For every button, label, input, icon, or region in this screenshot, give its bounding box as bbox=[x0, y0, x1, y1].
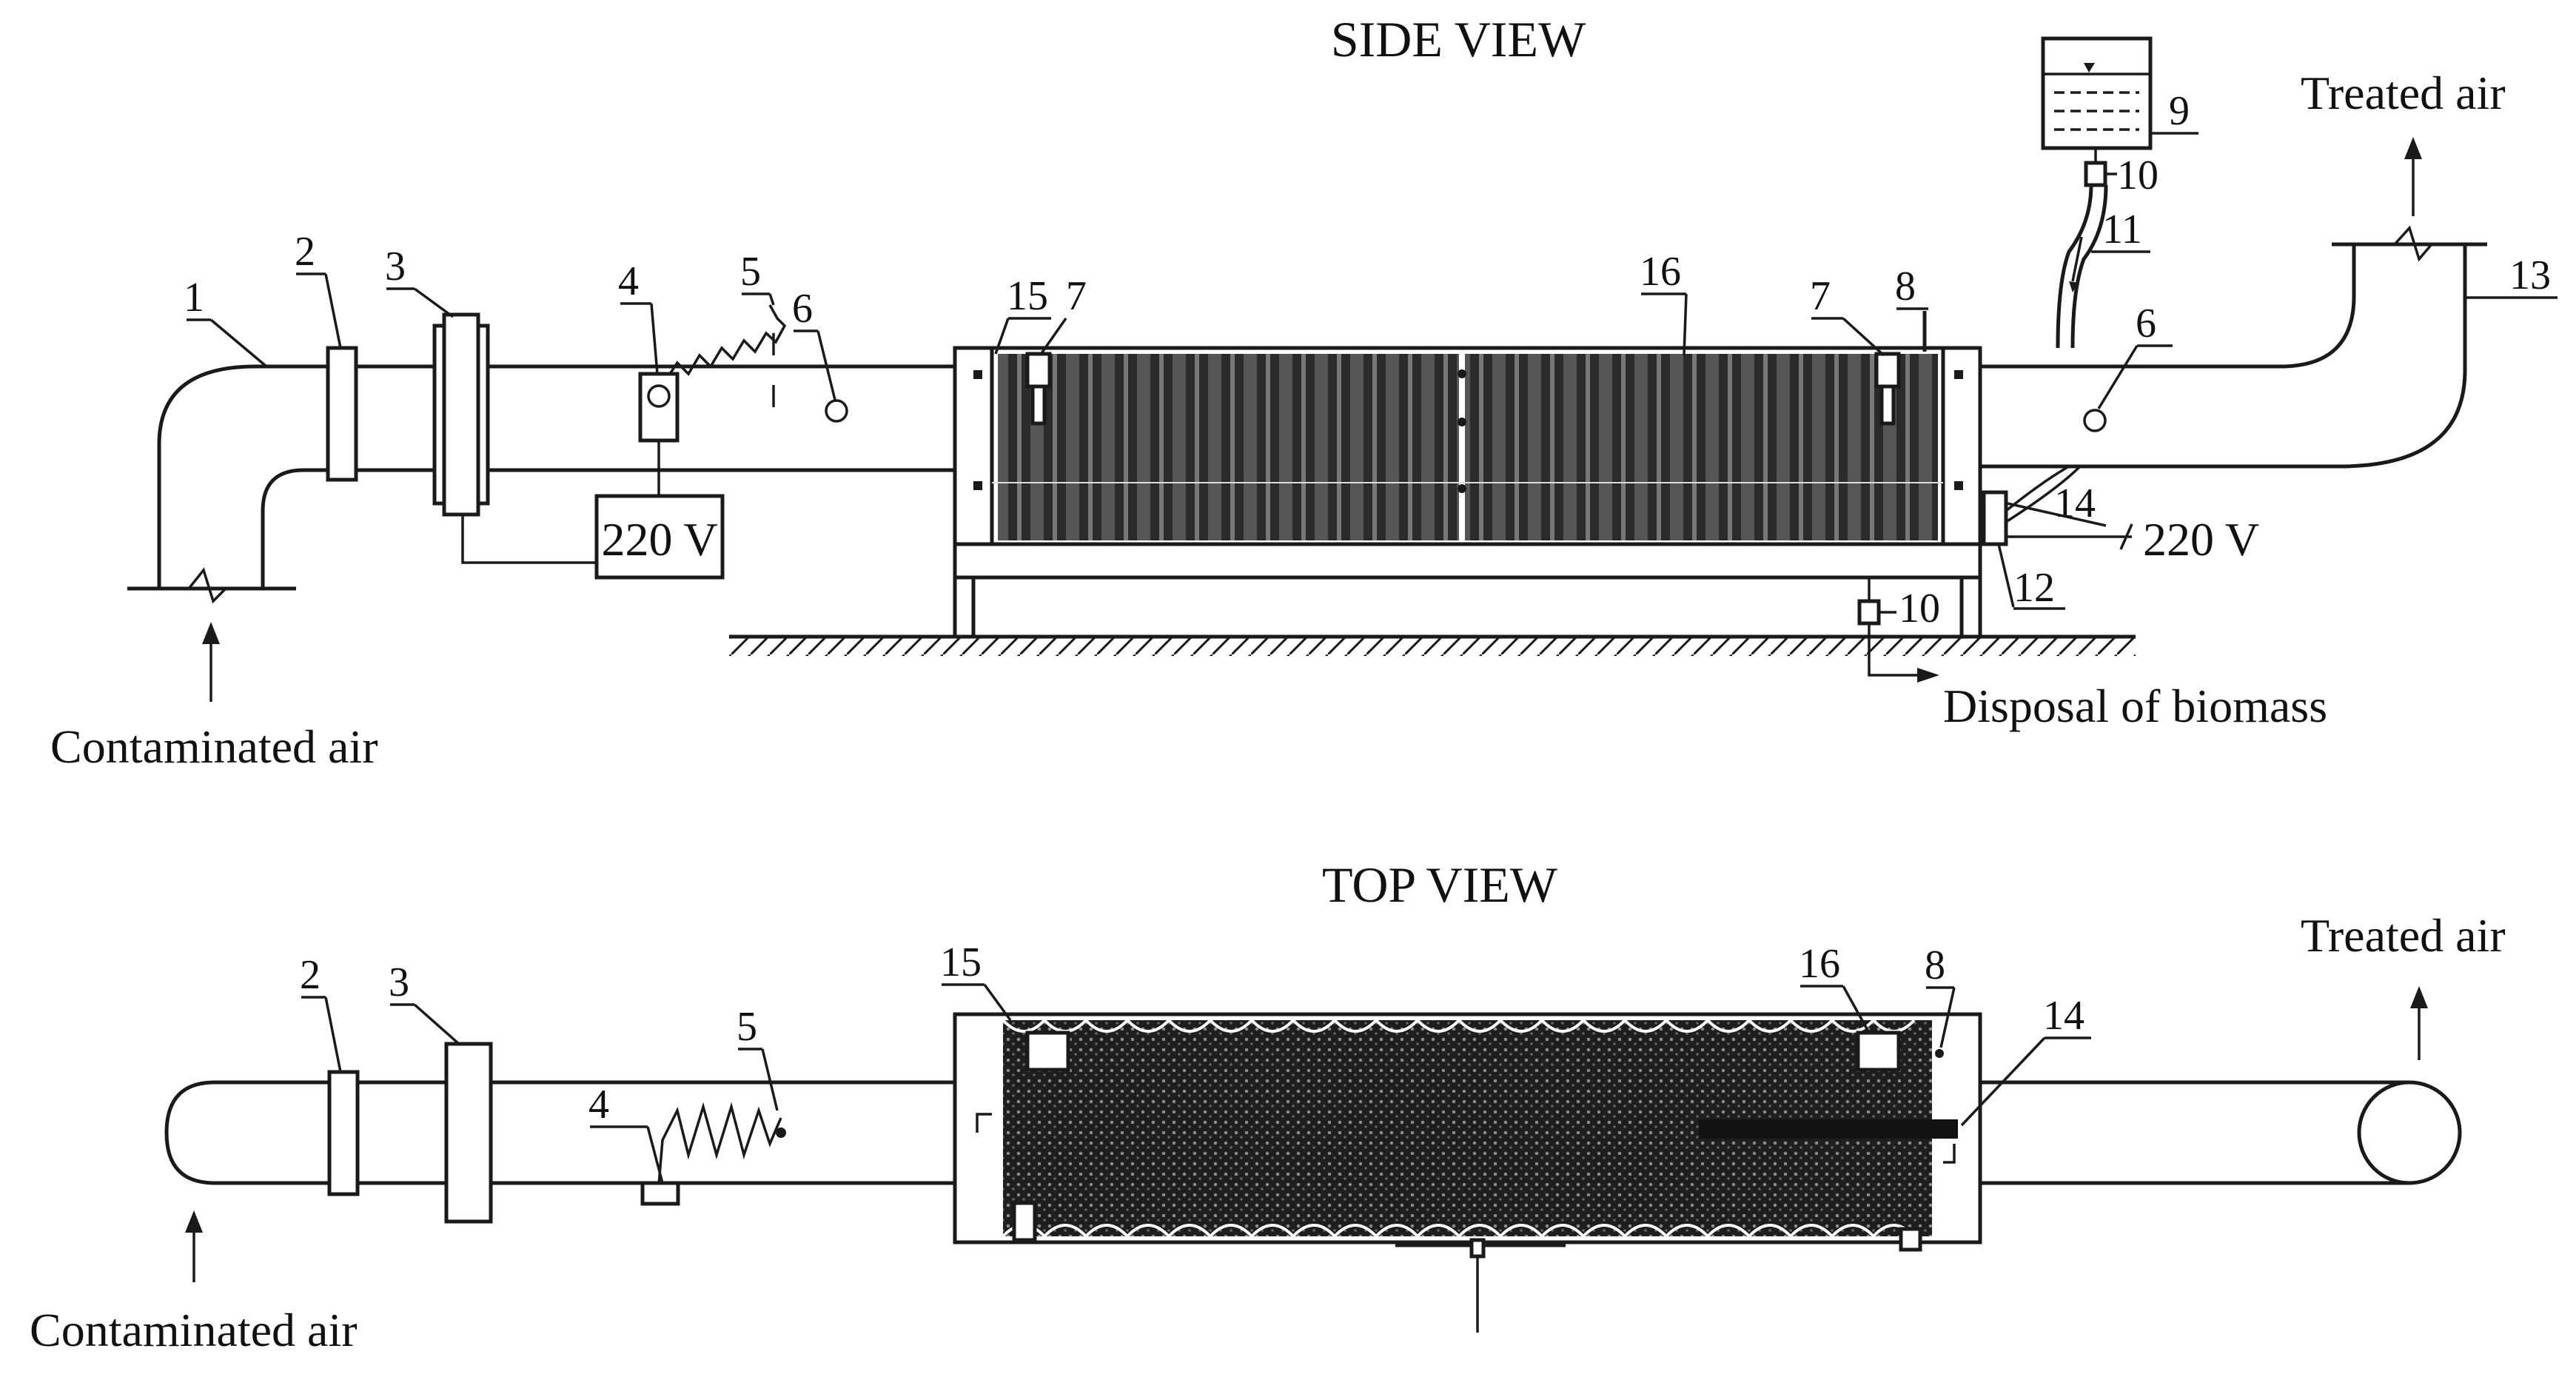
top-callout-14: 14 bbox=[2043, 993, 2084, 1039]
top-heating-coil bbox=[657, 1102, 782, 1185]
power-supply-pump-label: 220 V bbox=[2143, 513, 2259, 566]
packing-media bbox=[998, 354, 1938, 540]
callout-2: 2 bbox=[295, 229, 315, 275]
top-drain-valve bbox=[1469, 1238, 1486, 1259]
callout-12: 12 bbox=[2013, 565, 2055, 611]
callout-4: 4 bbox=[618, 258, 639, 304]
drain-valve bbox=[1857, 599, 1881, 626]
sampling-port-inlet bbox=[825, 399, 848, 423]
top-callout-8: 8 bbox=[1925, 942, 1945, 988]
top-callout-5: 5 bbox=[737, 1004, 757, 1050]
side-view-title: SIDE VIEW bbox=[1331, 11, 1586, 67]
top-fan bbox=[444, 1042, 493, 1224]
valve-top bbox=[2084, 161, 2107, 187]
spray-nozzle-right bbox=[1874, 352, 1901, 426]
top-view: TOP VIEW bbox=[30, 857, 2506, 1356]
callout-10-drain: 10 bbox=[1899, 586, 1940, 631]
callout-9: 9 bbox=[2169, 88, 2190, 134]
top-support-left bbox=[1012, 1201, 1037, 1242]
power-supply-main bbox=[594, 494, 725, 580]
top-inlet-caption: Contaminated air bbox=[30, 1304, 358, 1356]
flange bbox=[326, 346, 358, 482]
recirculation-pipe-2 bbox=[2005, 465, 2082, 523]
callout-13: 13 bbox=[2509, 252, 2551, 298]
callout-6-outlet: 6 bbox=[2136, 301, 2156, 346]
outlet-arrow bbox=[2404, 137, 2422, 159]
feed-pipe-wall bbox=[2070, 184, 2108, 349]
top-support-right bbox=[1899, 1227, 1922, 1252]
callout-7-right: 7 bbox=[1810, 273, 1831, 319]
top-view-callouts: 2 3 4 5 15 16 8 14 bbox=[300, 939, 2091, 1184]
top-coil-end bbox=[776, 1128, 786, 1138]
top-flange bbox=[327, 1070, 360, 1196]
drain-arrow bbox=[1917, 668, 1939, 683]
power-supply-main-label: 220 V bbox=[601, 513, 717, 566]
drain-caption: Disposal of biomass bbox=[1943, 680, 2327, 732]
top-callout-15: 15 bbox=[940, 939, 982, 985]
callout-16: 16 bbox=[1640, 249, 1681, 295]
outlet-duct bbox=[1980, 225, 2487, 469]
sampling-port-outlet bbox=[2083, 409, 2107, 432]
reactor-tank-side bbox=[953, 346, 1982, 637]
top-recirculation-line bbox=[1699, 1119, 1958, 1139]
inlet-elbow bbox=[127, 364, 341, 604]
top-outlet-baffle bbox=[1943, 1144, 1956, 1164]
feed-pipe bbox=[2056, 184, 2093, 349]
outlet-caption: Treated air bbox=[2301, 67, 2506, 119]
top-callout-3: 3 bbox=[389, 959, 409, 1005]
ground bbox=[729, 634, 2136, 656]
top-nozzle-left bbox=[1025, 1031, 1070, 1072]
callout-6-inlet: 6 bbox=[792, 286, 813, 332]
callout-7-left: 7 bbox=[1066, 273, 1087, 319]
top-view-title: TOP VIEW bbox=[1322, 857, 1558, 913]
callout-11: 11 bbox=[2102, 207, 2142, 252]
callout-15: 15 bbox=[1007, 273, 1048, 319]
top-outlet-arrow bbox=[2410, 986, 2428, 1008]
fan-rim bbox=[442, 312, 480, 517]
side-view: SIDE VIEW 220 V bbox=[50, 11, 2557, 773]
inlet-arrow bbox=[202, 622, 220, 644]
top-inlet-arrow bbox=[185, 1210, 203, 1233]
side-view-callouts: 1 2 3 4 5 6 15 7 16 7 8 9 10 bbox=[184, 88, 2557, 631]
feed-flow-arrow bbox=[2071, 236, 2083, 282]
top-outlet-caption: Treated air bbox=[2301, 909, 2506, 962]
top-callout-2: 2 bbox=[300, 952, 321, 998]
spray-nozzle-left bbox=[1025, 352, 1052, 426]
nutrient-tank bbox=[2041, 36, 2153, 150]
pump-power-break bbox=[2119, 523, 2133, 550]
callout-10-top: 10 bbox=[2117, 153, 2159, 198]
top-callout-16: 16 bbox=[1799, 941, 1840, 987]
recirculation-pump bbox=[1982, 490, 2008, 546]
callout-3: 3 bbox=[385, 244, 406, 289]
top-outlet-duct bbox=[1980, 1080, 2462, 1185]
callout-8: 8 bbox=[1895, 264, 1916, 309]
drain-pipe bbox=[1868, 623, 1917, 677]
callout-5: 5 bbox=[740, 249, 761, 295]
top-sensor bbox=[640, 1181, 680, 1206]
callout-1: 1 bbox=[184, 275, 204, 321]
top-nozzle-right bbox=[1856, 1031, 1901, 1072]
reactor-tank-top bbox=[953, 1012, 1982, 1333]
top-callout-4: 4 bbox=[588, 1082, 609, 1128]
inlet-caption: Contaminated air bbox=[50, 720, 378, 773]
heating-coil bbox=[668, 304, 787, 376]
sensor-dial bbox=[647, 384, 671, 408]
top-inlet-duct bbox=[164, 1080, 955, 1185]
fan-power-wire bbox=[461, 515, 597, 564]
top-inlet-baffle bbox=[976, 1113, 992, 1133]
